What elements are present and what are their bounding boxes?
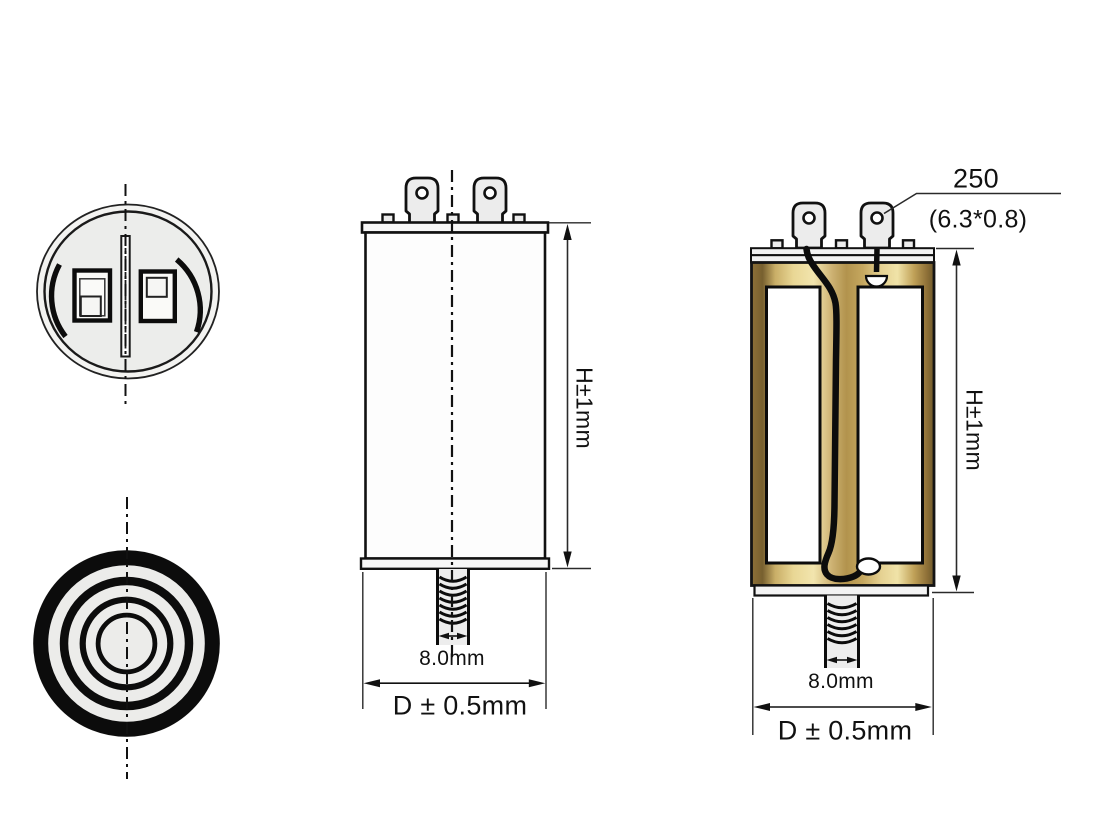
section-stud-thread (826, 602, 858, 610)
side-stud-dim-label: 8.0mm (419, 647, 485, 670)
section-diameter-dim-label: D ± 0.5mm (777, 715, 913, 746)
section-lid-strip-top (750, 247, 935, 257)
top-view-left-terminal-inner-square (79, 295, 102, 317)
side-terminal-tab-right (472, 176, 508, 225)
section-stud-thread (826, 637, 858, 645)
section-cavity-right (856, 285, 924, 565)
section-terminal-tab-right (859, 201, 895, 250)
section-cavity-left (765, 285, 822, 565)
side-stud-thread (438, 610, 468, 618)
section-stud-thread (826, 623, 858, 631)
side-view (359, 170, 591, 709)
section-diameter-dim-arrow-right (915, 703, 932, 711)
section-solder-bead-top (864, 274, 889, 288)
section-stud-dim-arrow-right (847, 656, 858, 664)
side-lid (360, 221, 550, 234)
side-terminal-tab-left (404, 176, 440, 225)
top-view-right-arc (174, 257, 203, 333)
section-view (750, 192, 1061, 735)
section-height-dim-label: H±1mm (961, 389, 988, 471)
section-stud-thread (826, 630, 858, 638)
section-lead-wire-left (803, 245, 865, 583)
side-diameter-dim-arrow-right (528, 679, 546, 688)
section-lid-bump-right (901, 239, 916, 250)
side-height-dim-arrow-top (563, 224, 572, 240)
terminal-rating-label: 250 (953, 163, 999, 194)
side-case-body (364, 231, 547, 560)
side-diameter-dim-label: D ± 0.5mm (392, 690, 528, 721)
section-bottom-plate (753, 584, 930, 597)
section-lid-bump-center (834, 239, 849, 250)
side-stud-thread (438, 603, 468, 611)
section-stud-thread (826, 609, 858, 617)
bottom-view (33, 497, 220, 779)
section-stud-thread (826, 616, 858, 624)
section-stud-dim-label: 8.0mm (808, 670, 874, 693)
section-lid-bump-left (770, 239, 784, 250)
section-height-dim-arrow-top (952, 249, 961, 266)
terminal-size-label: (6.3*0.8) (928, 205, 1028, 234)
side-diameter-dim-arrow-left (363, 679, 380, 688)
section-solder-bead-bottom (855, 557, 882, 576)
top-view-left-arc (48, 263, 68, 339)
side-height-dim-arrow-bottom (563, 551, 572, 568)
section-terminal-leader-line (883, 192, 1061, 215)
side-bottom-flange (359, 557, 551, 571)
side-stud-dim-arrow-left (438, 632, 449, 640)
section-stud-dim-arrow-left (826, 656, 837, 664)
section-diameter-dim-arrow-left (753, 703, 770, 711)
top-view-right-terminal-inner-square (145, 276, 168, 298)
side-height-dim-label: H±1mm (571, 367, 598, 449)
section-height-dim-arrow-bottom (952, 575, 961, 592)
section-lead-wire-right (873, 248, 880, 273)
side-stud-dim-arrow-right (457, 632, 468, 640)
section-terminal-tab-left (791, 201, 827, 250)
top-view (36, 184, 220, 406)
